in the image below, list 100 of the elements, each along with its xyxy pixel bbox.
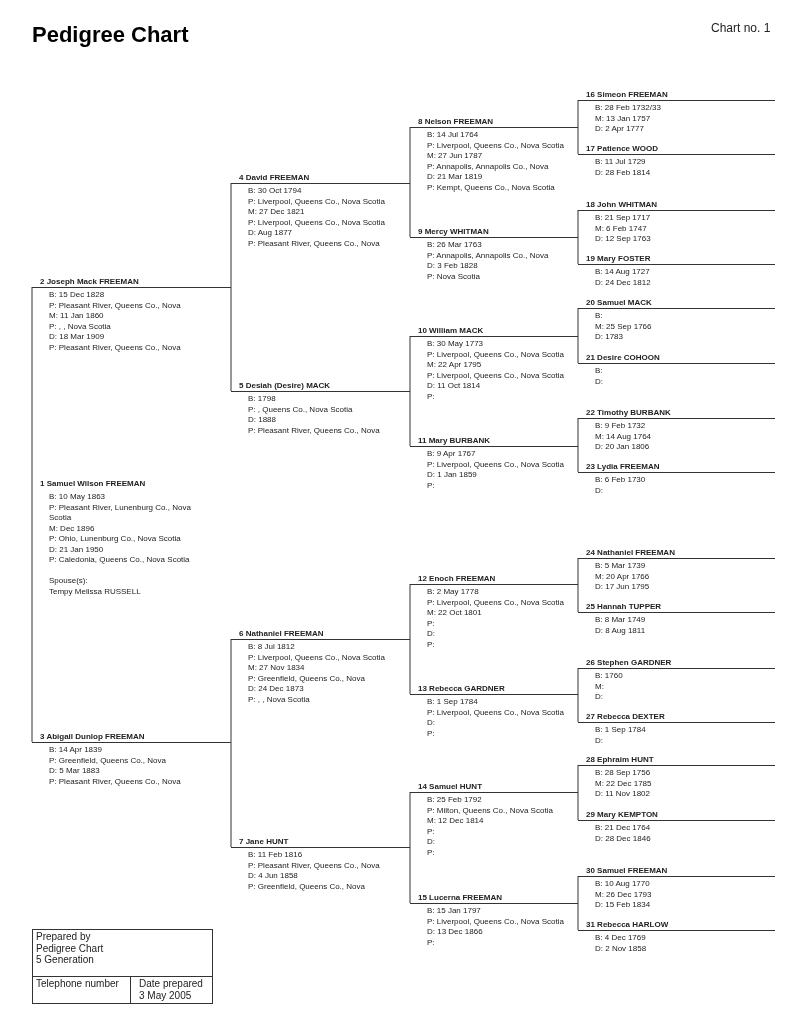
table-text: Telephone number — [36, 978, 119, 990]
event-detail: P: Liverpool, Queens Co., Nova Scotia — [247, 652, 386, 663]
event-detail: P: — [426, 639, 436, 650]
table-text: Pedigree Chart — [36, 942, 104, 954]
event-detail: D: 12 Sep 1763 — [594, 234, 652, 245]
bracket-line — [577, 583, 579, 613]
event-detail: P: Liverpool, Queens Co., Nova Scotia — [247, 196, 386, 207]
bracket-line — [409, 126, 411, 184]
event-detail: D: 18 Mar 1909 — [48, 332, 106, 343]
event-detail: P: Ohio, Lunenburg Co., Nova Scotia — [49, 534, 182, 545]
person-name: 1 Samuel Wilson FREEMAN — [39, 478, 147, 490]
person-name: 4 David FREEMAN — [231, 172, 410, 184]
event-detail: P: Pleasant River, Queens Co., Nova — [48, 342, 182, 353]
bracket-line — [577, 209, 579, 238]
event-detail: P: Liverpool, Queens Co., Nova Scotia — [426, 349, 565, 360]
event-detail: P: Liverpool, Queens Co., Nova Scotia — [426, 140, 565, 151]
event-detail: B: — [594, 366, 604, 377]
event-detail: D: 1888 — [247, 415, 278, 426]
event-detail: B: — [594, 311, 604, 322]
event-detail: D: 5 Mar 1883 — [48, 766, 101, 777]
bracket-line — [577, 335, 579, 364]
bracket-line — [409, 846, 411, 904]
person-name: 16 Simeon FREEMAN — [578, 89, 775, 101]
event-detail: B: 1 Sep 1784 — [594, 725, 647, 736]
event-detail: P: Kempt, Queens Co., Nova Scotia — [426, 182, 556, 193]
event-detail: B: 15 Jan 1797 — [426, 906, 482, 917]
event-detail: P: , , Nova Scotia — [48, 321, 112, 332]
event-detail: M: 14 Aug 1764 — [594, 431, 653, 442]
event-detail: D: 28 Feb 1814 — [594, 167, 652, 178]
bracket-line — [409, 182, 411, 238]
event-detail: D: 1783 — [594, 332, 625, 343]
person-name: 8 Nelson FREEMAN — [410, 116, 578, 128]
event-detail: B: 25 Feb 1792 — [426, 795, 483, 806]
event-detail: B: 14 Jul 1764 — [426, 130, 480, 141]
event-detail: B: 26 Mar 1763 — [426, 240, 483, 251]
event-detail: B: 15 Dec 1828 — [48, 290, 106, 301]
event-detail: B: 2 May 1778 — [426, 587, 480, 598]
bracket-line — [577, 307, 579, 337]
person-name: 26 Stephen GARDNER — [578, 657, 775, 669]
event-detail: B: 9 Apr 1767 — [426, 449, 477, 460]
event-detail: D: 20 Jan 1806 — [594, 442, 651, 453]
table-text: 3 May 2005 — [139, 989, 192, 1001]
event-detail: D: 8 Aug 1811 — [594, 625, 647, 636]
event-detail: B: 1760 — [594, 671, 624, 682]
event-detail: B: 1798 — [247, 394, 277, 405]
bracket-line — [31, 484, 33, 743]
bracket-line — [577, 764, 579, 793]
person-name: 17 Patience WOOD — [578, 143, 775, 155]
event-detail: P: — [426, 847, 436, 858]
event-detail: D: — [426, 837, 436, 848]
event-detail: B: 11 Jul 1729 — [594, 157, 647, 168]
person-name: 11 Mary BURBANK — [410, 435, 578, 447]
event-detail: D: — [426, 718, 436, 729]
event-detail: M: 27 Jun 1787 — [426, 151, 484, 162]
event-detail: P: Liverpool, Queens Co., Nova Scotia — [426, 597, 565, 608]
person-name: 27 Rebecca DEXTER — [578, 711, 775, 723]
event-detail: B: 28 Feb 1732/33 — [594, 103, 662, 114]
bracket-line — [409, 638, 411, 695]
bracket-line — [409, 390, 411, 447]
event-detail: P: — [426, 391, 436, 402]
event-detail: M: 27 Dec 1821 — [247, 207, 306, 218]
event-detail: P: Greenfield, Queens Co., Nova — [247, 881, 366, 892]
person-name: 21 Desire COHOON — [578, 352, 775, 364]
event-detail: M: 27 Nov 1834 — [247, 663, 306, 674]
person-name: 29 Mary KEMPTON — [578, 809, 775, 821]
spouse-heading: Spouse(s): — [49, 576, 88, 587]
bracket-line — [409, 791, 411, 848]
event-detail: M: 26 Dec 1793 — [594, 889, 653, 900]
event-detail: B: 28 Sep 1756 — [594, 768, 652, 779]
event-detail: M: 25 Sep 1766 — [594, 321, 653, 332]
event-detail: P: Liverpool, Queens Co., Nova Scotia — [426, 707, 565, 718]
bracket-line — [577, 667, 579, 695]
event-detail: D: 1 Jan 1859 — [426, 470, 478, 481]
person-name: 10 William MACK — [410, 325, 578, 337]
event-detail: D: 24 Dec 1812 — [594, 277, 652, 288]
person-name: 13 Rebecca GARDNER — [410, 683, 578, 695]
table-text: Prepared by — [36, 931, 91, 943]
event-detail: P: Pleasant River, Queens Co., Nova — [247, 860, 381, 871]
table-text: Date prepared — [139, 978, 203, 990]
bracket-line — [230, 182, 232, 288]
event-detail: M: — [594, 681, 605, 692]
bracket-line — [577, 445, 579, 473]
bracket-line — [577, 417, 579, 447]
event-detail: M: 6 Feb 1747 — [594, 223, 648, 234]
event-detail: B: 10 May 1863 — [49, 492, 107, 503]
event-detail: P: — [426, 937, 436, 948]
person-name: 28 Ephraim HUNT — [578, 754, 775, 766]
person-name: 23 Lydia FREEMAN — [578, 461, 775, 473]
event-detail: D: Aug 1877 — [247, 228, 294, 239]
event-detail: D: — [594, 735, 604, 746]
event-detail: M: 11 Jan 1860 — [48, 311, 105, 322]
event-detail: M: 22 Dec 1785 — [594, 778, 653, 789]
event-detail: D: — [594, 692, 604, 703]
person-name: 3 Abigail Dunlop FREEMAN — [32, 731, 231, 743]
event-detail: M: 22 Oct 1801 — [426, 608, 483, 619]
person-name: 19 Mary FOSTER — [578, 253, 775, 265]
bracket-line — [577, 902, 579, 931]
event-detail: P: Greenfield, Queens Co., Nova — [247, 673, 366, 684]
event-detail: P: Annapolis, Annapolis Co., Nova — [426, 250, 550, 261]
person-name: 22 Timothy BURBANK — [578, 407, 775, 419]
